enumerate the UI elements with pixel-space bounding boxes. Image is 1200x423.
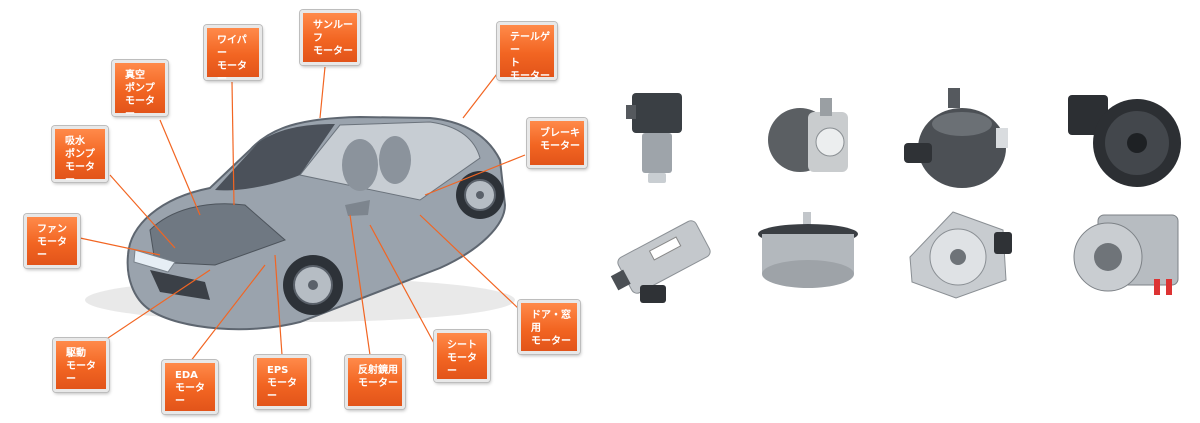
label-water-pump: 吸水 ポンプ モーター (52, 126, 108, 186)
label-eda: EDA モーター (162, 360, 218, 414)
leader-sunroof (319, 66, 326, 119)
leader-brake (424, 154, 526, 196)
actuator-motor-icon (904, 88, 1008, 188)
label-brake: ブレーキ モーター (527, 118, 587, 168)
leader-wiper (231, 81, 235, 206)
leader-eps (274, 254, 283, 356)
label-mirror: 反射鏡用 モーター (345, 355, 405, 409)
front-wheel (283, 255, 343, 315)
blower-fan-icon (1068, 95, 1181, 187)
gear-motor-icon (626, 93, 682, 183)
traction-motor-icon (1073, 214, 1179, 295)
leader-fan (79, 237, 161, 256)
seat (379, 136, 411, 184)
leader-eda (189, 264, 266, 363)
leader-door (419, 214, 521, 311)
label-drive: 駆動 モーター (53, 338, 109, 392)
leader-mirror (349, 214, 371, 356)
headlight (133, 249, 176, 273)
leader-vacuum (159, 119, 201, 216)
label-tailgate: テールゲー ト モーター (497, 22, 557, 82)
leader-water (109, 174, 176, 249)
label-vacuum-pump: 真空 ポンプ モーター (112, 60, 168, 120)
label-seat: シート モーター (434, 330, 490, 382)
cylinder-motor-icon (610, 220, 711, 303)
fan-motor-icon (909, 211, 1012, 299)
leader-lines (79, 66, 526, 363)
label-fan: ファン モーター (24, 214, 80, 268)
side-mirror (345, 200, 370, 216)
leader-drive (104, 269, 211, 341)
label-sunroof: サンルーフ モーター (300, 10, 360, 65)
pump-motor-icon (768, 98, 848, 172)
label-wiper: ワイパー モーター (204, 25, 262, 85)
leader-seat (369, 224, 436, 346)
seat (342, 139, 378, 191)
flat-motor-icon (758, 212, 858, 288)
label-door-window: ドア・窓用 モーター (518, 300, 580, 354)
rear-wheel (456, 171, 504, 219)
windshield (215, 124, 335, 191)
grille (150, 270, 210, 300)
engine-bay (149, 203, 286, 266)
leader-tailgate (462, 69, 501, 119)
label-eps: EPS モーター (254, 355, 310, 409)
